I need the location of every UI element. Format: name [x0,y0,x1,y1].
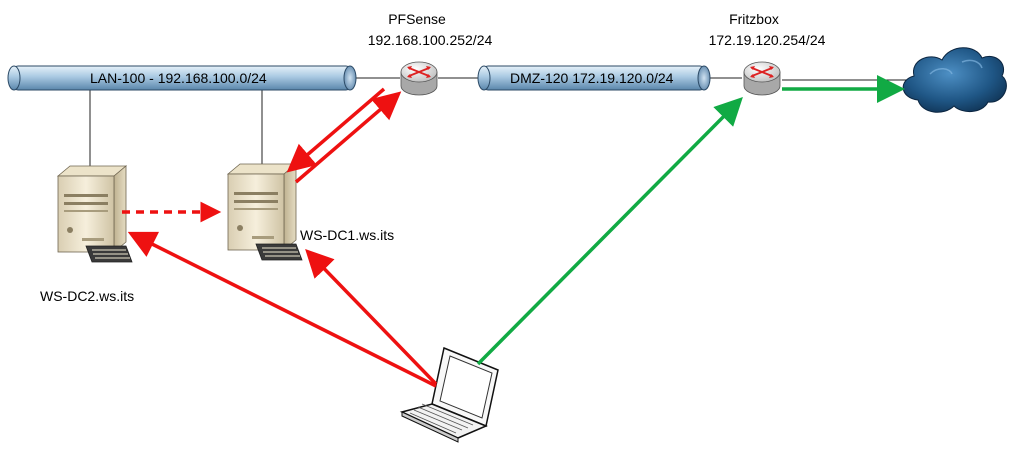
dc1-label: WS-DC1.ws.its [300,227,394,243]
ws-dc1-server: WS-DC1.ws.its [226,163,394,261]
cloud-icon [902,47,1007,113]
arrow-client-to-dc2 [127,231,437,388]
laptop-icon [399,346,499,443]
pfsense-router: PFSense 192.168.100.252/24 [368,11,493,96]
fritzbox-ip: 172.19.120.254/24 [709,32,826,48]
pfsense-ip: 192.168.100.252/24 [368,32,493,48]
router-icon [400,61,438,96]
router-icon [743,61,781,96]
arrow-client-to-dc1 [305,248,438,386]
client-laptop [399,346,499,443]
arrow-pfsense-to-dc1 [286,87,386,173]
fritzbox-router: Fritzbox 172.19.120.254/24 [709,11,826,96]
dmz-segment: DMZ-120 172.19.120.0/24 [477,65,711,91]
red-connections [122,87,438,388]
internet-cloud [902,47,1007,113]
green-connections [476,75,905,366]
server-icon [226,163,303,261]
dc2-label: WS-DC2.ws.its [40,288,134,304]
network-links [89,77,908,168]
lan-label: LAN-100 - 192.168.100.0/24 [90,70,267,86]
lan-segment: LAN-100 - 192.168.100.0/24 [7,65,357,91]
pfsense-name: PFSense [388,11,446,27]
ws-dc2-server: WS-DC2.ws.its [40,165,134,304]
arrow-client-to-fritzbox [476,97,743,366]
server-icon [56,165,133,263]
fritzbox-name: Fritzbox [729,11,779,27]
dmz-label: DMZ-120 172.19.120.0/24 [510,70,674,86]
arrow-dc1-to-pfsense [294,91,402,184]
